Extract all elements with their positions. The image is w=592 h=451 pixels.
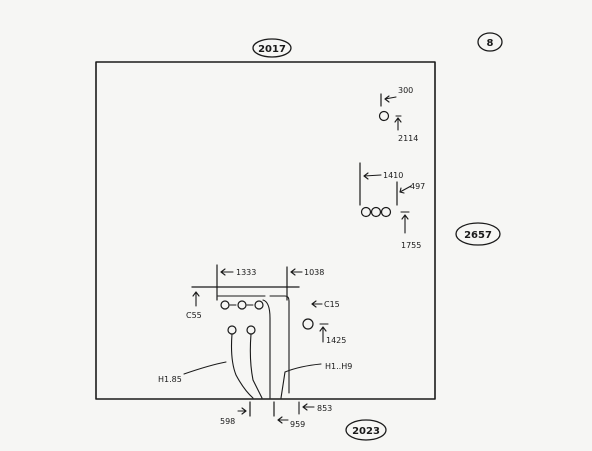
cluster-label-e: 1425	[326, 336, 346, 345]
cluster-label-a: 1333	[236, 268, 256, 277]
page-number-label: 8	[487, 38, 494, 49]
top-right-outlet	[378, 93, 402, 131]
mid-right-label-a: 1410	[383, 171, 403, 180]
bottom-label-a: 598	[220, 417, 235, 426]
bottom-dim-circle	[345, 419, 387, 441]
main-frame	[95, 61, 436, 400]
bottom-label-b: 959	[290, 420, 305, 429]
top-right-label-b: 2114	[398, 134, 418, 143]
mid-right-outlet	[359, 162, 412, 234]
cluster-label-d: C15	[324, 300, 340, 309]
mid-right-label-b: 497	[410, 182, 425, 191]
right-note-label: H1..H9	[325, 362, 352, 371]
cluster-label-c: C55	[186, 311, 202, 320]
right-dim-circle	[455, 222, 501, 246]
top-dim-label: 2017	[258, 44, 286, 55]
top-right-label-a: 300	[398, 86, 413, 95]
cluster-label-b: 1038	[304, 268, 324, 277]
bottom-label-c: 853	[317, 404, 332, 413]
left-note-label: H1.85	[158, 375, 182, 384]
right-dim-label: 2657	[464, 230, 492, 241]
bottom-dim-label: 2023	[352, 426, 380, 437]
mid-right-label-c: 1755	[401, 241, 421, 250]
top-dim-circle	[252, 38, 292, 58]
lower-cluster	[183, 264, 329, 424]
page-number-circle	[477, 32, 503, 52]
